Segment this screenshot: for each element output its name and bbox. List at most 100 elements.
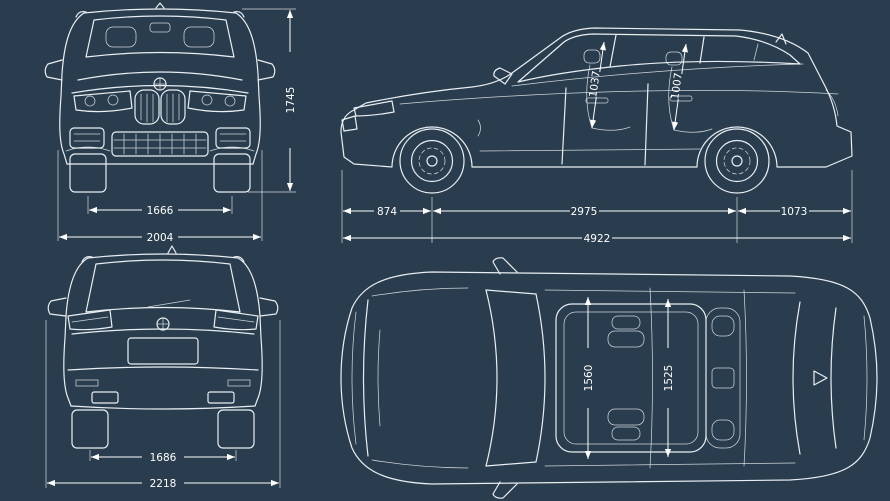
top-rear-seatback xyxy=(705,307,741,449)
top-view-dimensions: 1560 1525 xyxy=(583,297,675,459)
top-view-drawing xyxy=(340,257,878,499)
top-door-seam-rear xyxy=(743,289,747,467)
side-front-spokes xyxy=(418,147,446,175)
front-track-label: 1666 xyxy=(147,205,174,217)
side-fender-gill xyxy=(477,119,481,137)
front-antenna-fin-icon xyxy=(155,2,165,9)
front-hood-crease-upper xyxy=(77,71,243,81)
top-front-seatback-left xyxy=(607,330,645,348)
front-mirror-right xyxy=(257,59,276,81)
top-rear-armrest xyxy=(711,367,735,389)
top-roof-rail-left xyxy=(544,289,796,294)
top-body-outline xyxy=(340,271,878,485)
rear-width-extension-lines xyxy=(45,320,281,488)
side-rear-door-seam xyxy=(644,83,649,166)
rear-view-drawing xyxy=(47,245,279,449)
side-rear-tire xyxy=(704,128,770,194)
rear-tailgate-seam xyxy=(71,328,255,335)
front-overhang-label: 874 xyxy=(377,206,397,218)
side-character-line xyxy=(399,89,839,105)
top-antenna-fin-icon xyxy=(813,370,828,386)
front-track-extension-lines xyxy=(87,196,233,214)
front-grille-slats xyxy=(140,93,180,123)
front-rearview-mirror xyxy=(149,22,171,33)
front-headlight-right-lens-outer xyxy=(224,95,236,107)
side-b-pillar xyxy=(609,34,617,68)
rear-reflector-right xyxy=(227,379,251,387)
rear-body-side-left xyxy=(63,257,89,407)
side-headlight xyxy=(353,100,395,117)
top-hood-crease xyxy=(377,329,381,427)
front-roof-rail-right xyxy=(233,10,245,18)
front-lower-grille xyxy=(111,131,209,157)
rear-headroom-dim-upper xyxy=(681,43,688,75)
overall-length-label: 4922 xyxy=(584,233,611,245)
front-headlight-left-lens-inner xyxy=(107,94,119,106)
front-headrest-right xyxy=(183,26,215,48)
side-front-tire xyxy=(399,128,465,194)
side-rear-wheel xyxy=(704,128,770,194)
top-front-headrest-left xyxy=(611,315,641,330)
front-body-side-left xyxy=(59,12,85,165)
rear-mirror-left xyxy=(47,297,67,317)
rear-bumper-top xyxy=(67,366,259,371)
rear-window xyxy=(85,259,241,313)
rear-body-bottom xyxy=(70,405,256,410)
front-height-label: 1745 xyxy=(285,87,297,114)
wheelbase-label: 2975 xyxy=(571,206,598,218)
top-a-pillar-left xyxy=(485,289,537,295)
top-hood-front-edge xyxy=(362,299,369,457)
rear-headroom-label: 1007 xyxy=(669,72,685,100)
side-quarter-window-divider xyxy=(753,43,759,61)
rear-taillight-right xyxy=(213,309,259,331)
side-door-handle-rear xyxy=(669,95,693,102)
rear-roof xyxy=(87,253,239,259)
front-width-label: 2004 xyxy=(147,232,174,244)
top-door-seam-front xyxy=(649,287,653,469)
front-headlight-left xyxy=(73,90,133,113)
front-air-intake-left-slats xyxy=(73,133,101,142)
side-view-dimensions: 1037 1007 874 2975 1073 4922 xyxy=(341,41,853,245)
rear-taillight-left-line xyxy=(71,316,109,323)
top-rear-headrest-left xyxy=(711,315,735,337)
side-rear-headrest xyxy=(665,51,683,66)
front-roof xyxy=(83,8,237,14)
rear-tire-right xyxy=(217,409,255,449)
side-front-door-seam xyxy=(561,87,567,165)
top-rear-window-edge xyxy=(792,301,801,455)
rear-track-label: 1686 xyxy=(150,452,177,464)
top-front-seatback-right xyxy=(607,408,645,426)
side-front-cushion xyxy=(591,126,631,131)
top-rear-bumper-line xyxy=(863,315,868,441)
rear-tire-left xyxy=(71,409,109,449)
side-glasshouse xyxy=(517,33,801,83)
front-mirror-left xyxy=(44,59,63,81)
side-extension-lines xyxy=(341,170,853,243)
rear-view-dimensions: 1686 2218 xyxy=(45,320,281,490)
rear-antenna-fin-icon xyxy=(167,245,177,254)
front-headroom-label: 1037 xyxy=(587,70,603,98)
rear-width-label: 2218 xyxy=(150,478,177,490)
side-lower-door-line xyxy=(479,148,701,152)
rear-interior-width-label: 1525 xyxy=(663,365,675,392)
top-roof-rail-right xyxy=(544,462,796,467)
rear-track-extension-lines xyxy=(89,450,237,461)
top-rear-bench xyxy=(705,307,741,449)
front-windshield xyxy=(85,15,235,58)
rear-body-side-right xyxy=(237,257,263,407)
front-wheel-arch-left xyxy=(65,146,111,152)
top-front-bumper-line xyxy=(351,311,357,445)
rear-roof-rail-right xyxy=(233,255,245,263)
rear-exhaust-right xyxy=(207,391,235,404)
top-front-headrest-right xyxy=(611,426,641,441)
top-a-pillar-right xyxy=(485,461,537,467)
side-front-headrest xyxy=(583,49,601,64)
rear-overhang-label: 1073 xyxy=(781,206,808,218)
side-rear-spokes xyxy=(723,147,751,175)
side-door-handle-front xyxy=(585,97,609,104)
rear-roundel-quarters xyxy=(156,317,170,331)
front-kidney-grille-left xyxy=(134,89,160,125)
front-view-dimensions: 1666 2004 1745 xyxy=(57,8,297,244)
